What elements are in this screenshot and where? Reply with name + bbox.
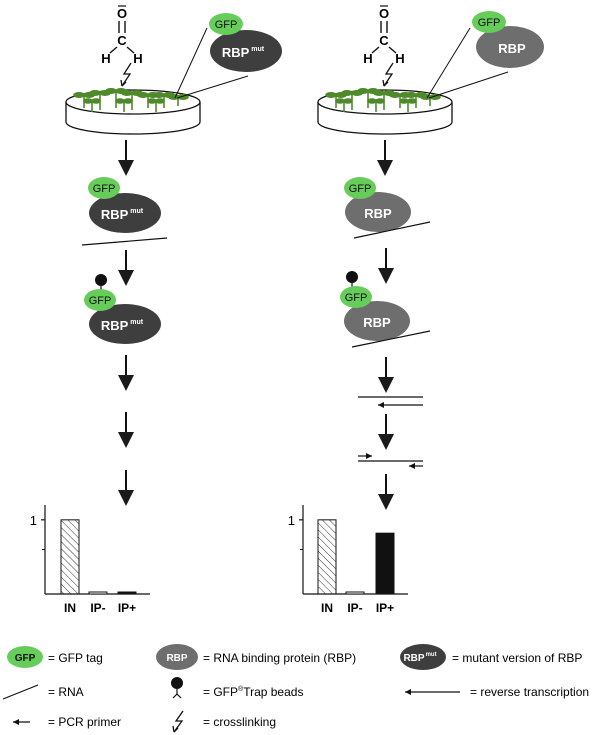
svg-text:= GFP®Trap beads: = GFP®Trap beads bbox=[203, 685, 303, 699]
carbon-atom: C bbox=[117, 33, 127, 48]
legend-item-gfp: GFP = GFP tag bbox=[7, 646, 103, 668]
rbp-blob bbox=[476, 26, 544, 68]
left-column: O C H H bbox=[30, 5, 282, 615]
legend-gfp-text: = GFP tag bbox=[48, 651, 103, 665]
rbp-mut-label: RBP bbox=[101, 318, 129, 333]
rbp-mut-blob bbox=[210, 30, 282, 72]
formaldehyde-right: O C H H bbox=[363, 5, 405, 66]
gfp-tag bbox=[472, 11, 506, 33]
reverse-transcription-step bbox=[358, 396, 423, 408]
legend-item-rbp-mut: RBPmut = mutant version of RBP bbox=[400, 644, 582, 670]
right-column: O C H H bbox=[288, 5, 544, 615]
legend-rna-text: = RNA bbox=[48, 685, 84, 699]
inset-protein-right: GFP RBP bbox=[472, 11, 544, 68]
rbp-label: RBP bbox=[364, 206, 392, 221]
rbp-mut-label: RBP bbox=[403, 653, 424, 664]
bar-in bbox=[317, 519, 337, 595]
bar-chart-left: 1IN IP- IP+ bbox=[30, 505, 150, 615]
legend-item-rt: = reverse transcription bbox=[405, 685, 589, 699]
legend-rt-text: = reverse transcription bbox=[470, 685, 589, 699]
bar-ip bbox=[345, 591, 365, 595]
y-tick-label: 1 bbox=[30, 513, 37, 528]
gfp-label: GFP bbox=[89, 295, 112, 307]
y-tick-label: 1 bbox=[288, 513, 295, 528]
gfp-tag bbox=[209, 13, 243, 35]
bar-ip bbox=[375, 532, 395, 595]
rna-strand bbox=[81, 237, 168, 246]
legend-item-crosslink: = crosslinking bbox=[172, 710, 276, 733]
legend-item-beads: = GFP®Trap beads bbox=[171, 677, 303, 699]
hydrogen-atom-left: H bbox=[363, 51, 372, 66]
rbp-mut-superscript: mut bbox=[130, 208, 144, 215]
lightning-icon bbox=[383, 62, 394, 87]
hydrogen-atom-left: H bbox=[101, 51, 110, 66]
trap-bead bbox=[171, 677, 183, 689]
protein-step2-right: GFP RBP bbox=[344, 177, 411, 232]
svg-text:RBPmut: RBPmut bbox=[101, 318, 144, 333]
gfp-label: GFP bbox=[349, 183, 372, 195]
legend-item-pcr: = PCR primer bbox=[13, 715, 121, 729]
petri-dish-right bbox=[317, 88, 453, 135]
rna-strand bbox=[351, 330, 431, 348]
petri-dish-left bbox=[65, 88, 201, 135]
rbp-label: RBP bbox=[363, 315, 391, 330]
legend-crosslink-text: = crosslinking bbox=[203, 715, 276, 729]
legend-rbp-text: = RNA binding protein (RBP) bbox=[203, 651, 356, 665]
x-tick-label: IP- bbox=[347, 601, 362, 615]
legend-beads-suffix: Trap beads bbox=[243, 685, 303, 699]
oxygen-atom: O bbox=[379, 6, 389, 21]
legend-rbp-mut-text: = mutant version of RBP bbox=[452, 651, 582, 665]
x-tick-label: IN bbox=[64, 601, 76, 615]
rbp-mut-superscript: mut bbox=[426, 652, 437, 658]
trap-bead bbox=[346, 271, 358, 283]
rbp-mut-label: RBP bbox=[222, 45, 250, 60]
svg-text:RBPmut: RBPmut bbox=[222, 45, 265, 60]
rbp-mut-superscript: mut bbox=[130, 319, 144, 326]
rna-strand bbox=[353, 221, 431, 239]
bar-in bbox=[60, 519, 80, 595]
rbp-mut-superscript: mut bbox=[251, 46, 265, 53]
legend-beads-reg: ® bbox=[238, 685, 244, 693]
pcr-step bbox=[358, 453, 423, 469]
x-tick-label: IP+ bbox=[118, 601, 136, 615]
seedlings bbox=[73, 88, 189, 112]
lightning-icon bbox=[121, 62, 132, 87]
gfp-label: GFP bbox=[15, 653, 36, 664]
rbp-label: RBP bbox=[498, 41, 526, 56]
hydrogen-atom-right: H bbox=[395, 51, 404, 66]
x-tick-label: IP+ bbox=[376, 601, 394, 615]
bar-chart-right: 1IN IP- IP+ bbox=[288, 505, 408, 615]
gfp-label: GFP bbox=[93, 183, 116, 195]
bead-complex-right: GFP RBP bbox=[340, 271, 410, 341]
svg-text:RBPmut: RBPmut bbox=[101, 207, 144, 222]
legend-beads-prefix: = GFP bbox=[203, 685, 238, 699]
svg-text:RBPmut: RBPmut bbox=[403, 652, 436, 664]
lightning-icon bbox=[173, 710, 184, 733]
formaldehyde-left: O C H H bbox=[101, 5, 143, 66]
bar-ip bbox=[117, 591, 137, 595]
bar-ip bbox=[88, 591, 108, 595]
rbp-mut-label: RBP bbox=[101, 207, 129, 222]
rbp-label: RBP bbox=[166, 653, 187, 664]
gfp-label: GFP bbox=[478, 17, 501, 29]
legend-pcr-text: = PCR primer bbox=[48, 715, 121, 729]
seedlings bbox=[325, 88, 441, 112]
oxygen-atom: O bbox=[117, 6, 127, 21]
trap-bead bbox=[95, 274, 107, 286]
gfp-label: GFP bbox=[215, 19, 238, 31]
x-tick-label: IN bbox=[321, 601, 333, 615]
gfp-label: GFP bbox=[345, 292, 368, 304]
hydrogen-atom-right: H bbox=[133, 51, 142, 66]
legend: GFP = GFP tag RBP = RNA binding protein … bbox=[2, 644, 589, 733]
legend-item-rna: = RNA bbox=[2, 684, 84, 700]
carbon-atom: C bbox=[379, 33, 389, 48]
x-tick-label: IP- bbox=[90, 601, 105, 615]
legend-item-rbp: RBP = RNA binding protein (RBP) bbox=[156, 644, 356, 670]
